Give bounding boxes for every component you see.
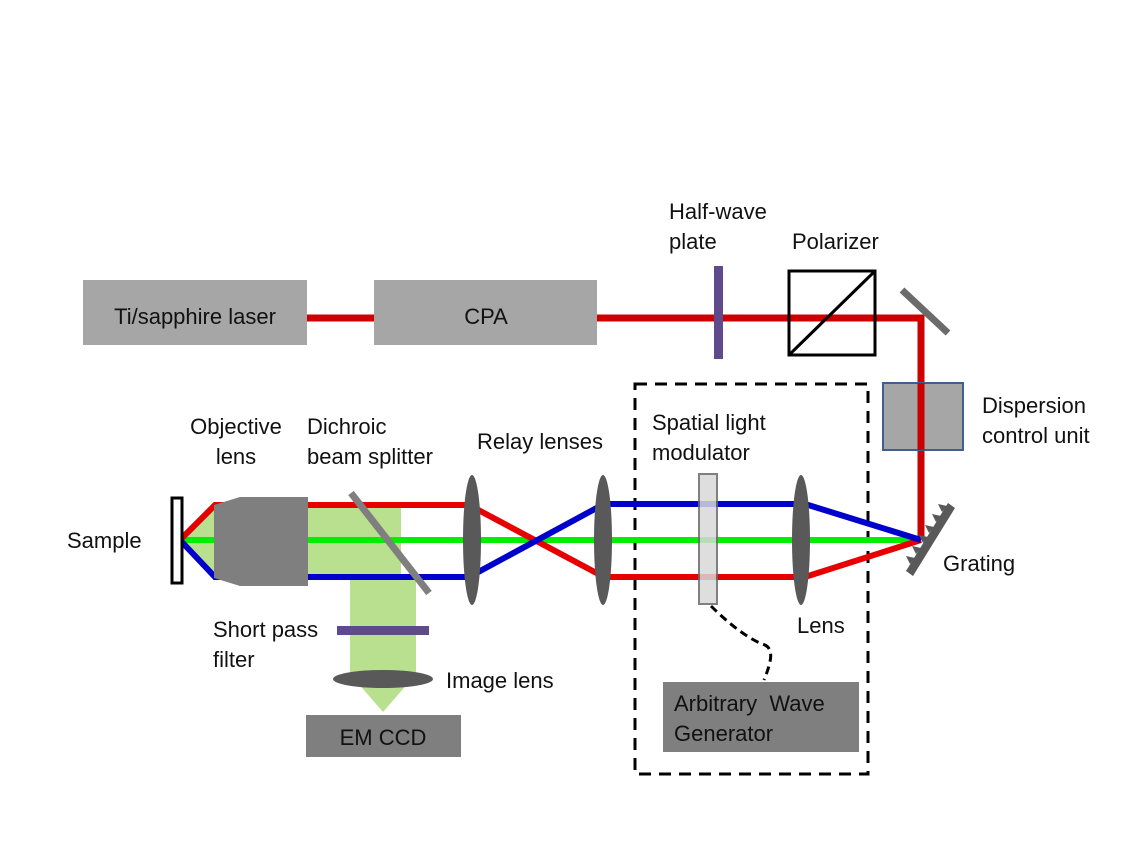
shaper-lens: Lens <box>792 475 845 638</box>
half-wave-plate: Half-wave plate <box>669 199 767 359</box>
sample-label: Sample <box>67 528 142 553</box>
laser-box: Ti/sapphire laser <box>83 280 307 345</box>
lens-label: Lens <box>797 613 845 638</box>
relay-lens-1 <box>463 475 481 605</box>
polarizer-label: Polarizer <box>792 229 879 254</box>
objective-label-1: Objective <box>190 414 282 439</box>
slm-label-1: Spatial light <box>652 410 766 435</box>
objective-lens: Objective lens <box>190 414 308 586</box>
sample: Sample <box>67 496 184 585</box>
short-pass-label-1: Short pass <box>213 617 318 642</box>
relay-lens-2 <box>594 475 612 605</box>
slm-awg-cable <box>709 604 773 681</box>
emccd-camera: EM CCD <box>306 715 461 757</box>
awg-label-2: Generator <box>674 721 773 746</box>
polarizer: Polarizer <box>787 229 879 357</box>
cpa-label: CPA <box>464 304 508 329</box>
short-pass-label-2: filter <box>213 647 255 672</box>
relay-lenses: Relay lenses <box>463 429 612 605</box>
dispersion-label-1: Dispersion <box>982 393 1086 418</box>
dichroic-label-2: beam splitter <box>307 444 433 469</box>
cpa-box: CPA <box>374 280 597 345</box>
short-pass-filter: Short pass filter <box>213 617 429 672</box>
image-lens-label: Image lens <box>446 668 554 693</box>
turning-mirror <box>899 287 951 336</box>
slm-label-2: modulator <box>652 440 750 465</box>
grating-label: Grating <box>943 551 1015 576</box>
image-lens: Image lens <box>333 668 554 693</box>
half-wave-plate-label-1: Half-wave <box>669 199 767 224</box>
relay-lenses-label: Relay lenses <box>477 429 603 454</box>
objective-label-2: lens <box>216 444 256 469</box>
dichroic-beam-splitter: Dichroic beam splitter <box>307 414 433 596</box>
dispersion-control-unit: Dispersion control unit <box>882 382 1090 451</box>
arbitrary-wave-generator: Arbitrary Wave Generator <box>663 682 859 752</box>
dichroic-label-1: Dichroic <box>307 414 386 439</box>
laser-label: Ti/sapphire laser <box>114 304 276 329</box>
dispersion-label-2: control unit <box>982 423 1090 448</box>
awg-label-1: Arbitrary Wave <box>674 691 825 716</box>
spatial-light-modulator: Spatial light modulator <box>652 410 766 605</box>
half-wave-plate-label-2: plate <box>669 229 717 254</box>
grating: Grating <box>906 503 1015 576</box>
emccd-label: EM CCD <box>340 725 427 750</box>
